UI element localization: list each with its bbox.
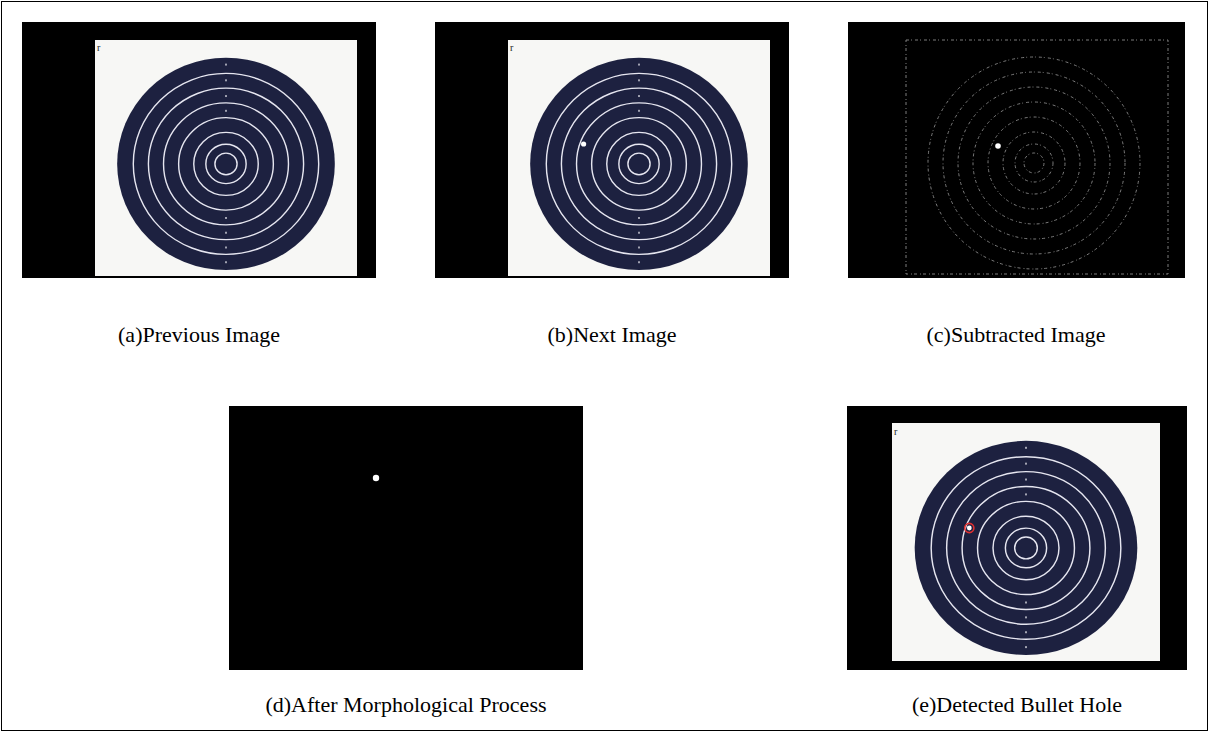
morphology-image: [229, 406, 583, 670]
target-mark: r: [510, 42, 513, 53]
detected-image: [847, 406, 1187, 670]
previous-image: [22, 22, 376, 278]
panel-caption: (e)Detected Bullet Hole: [912, 692, 1122, 718]
panel-caption: (b)Next Image: [548, 322, 677, 348]
panel-caption: (a)Previous Image: [118, 322, 280, 348]
panel-caption: (d)After Morphological Process: [265, 692, 546, 718]
subtracted-image: [848, 22, 1185, 278]
next-image: [435, 22, 789, 278]
target-mark: r: [894, 426, 897, 437]
target-mark: r: [97, 42, 100, 53]
panel-caption: (c)Subtracted Image: [927, 322, 1106, 348]
